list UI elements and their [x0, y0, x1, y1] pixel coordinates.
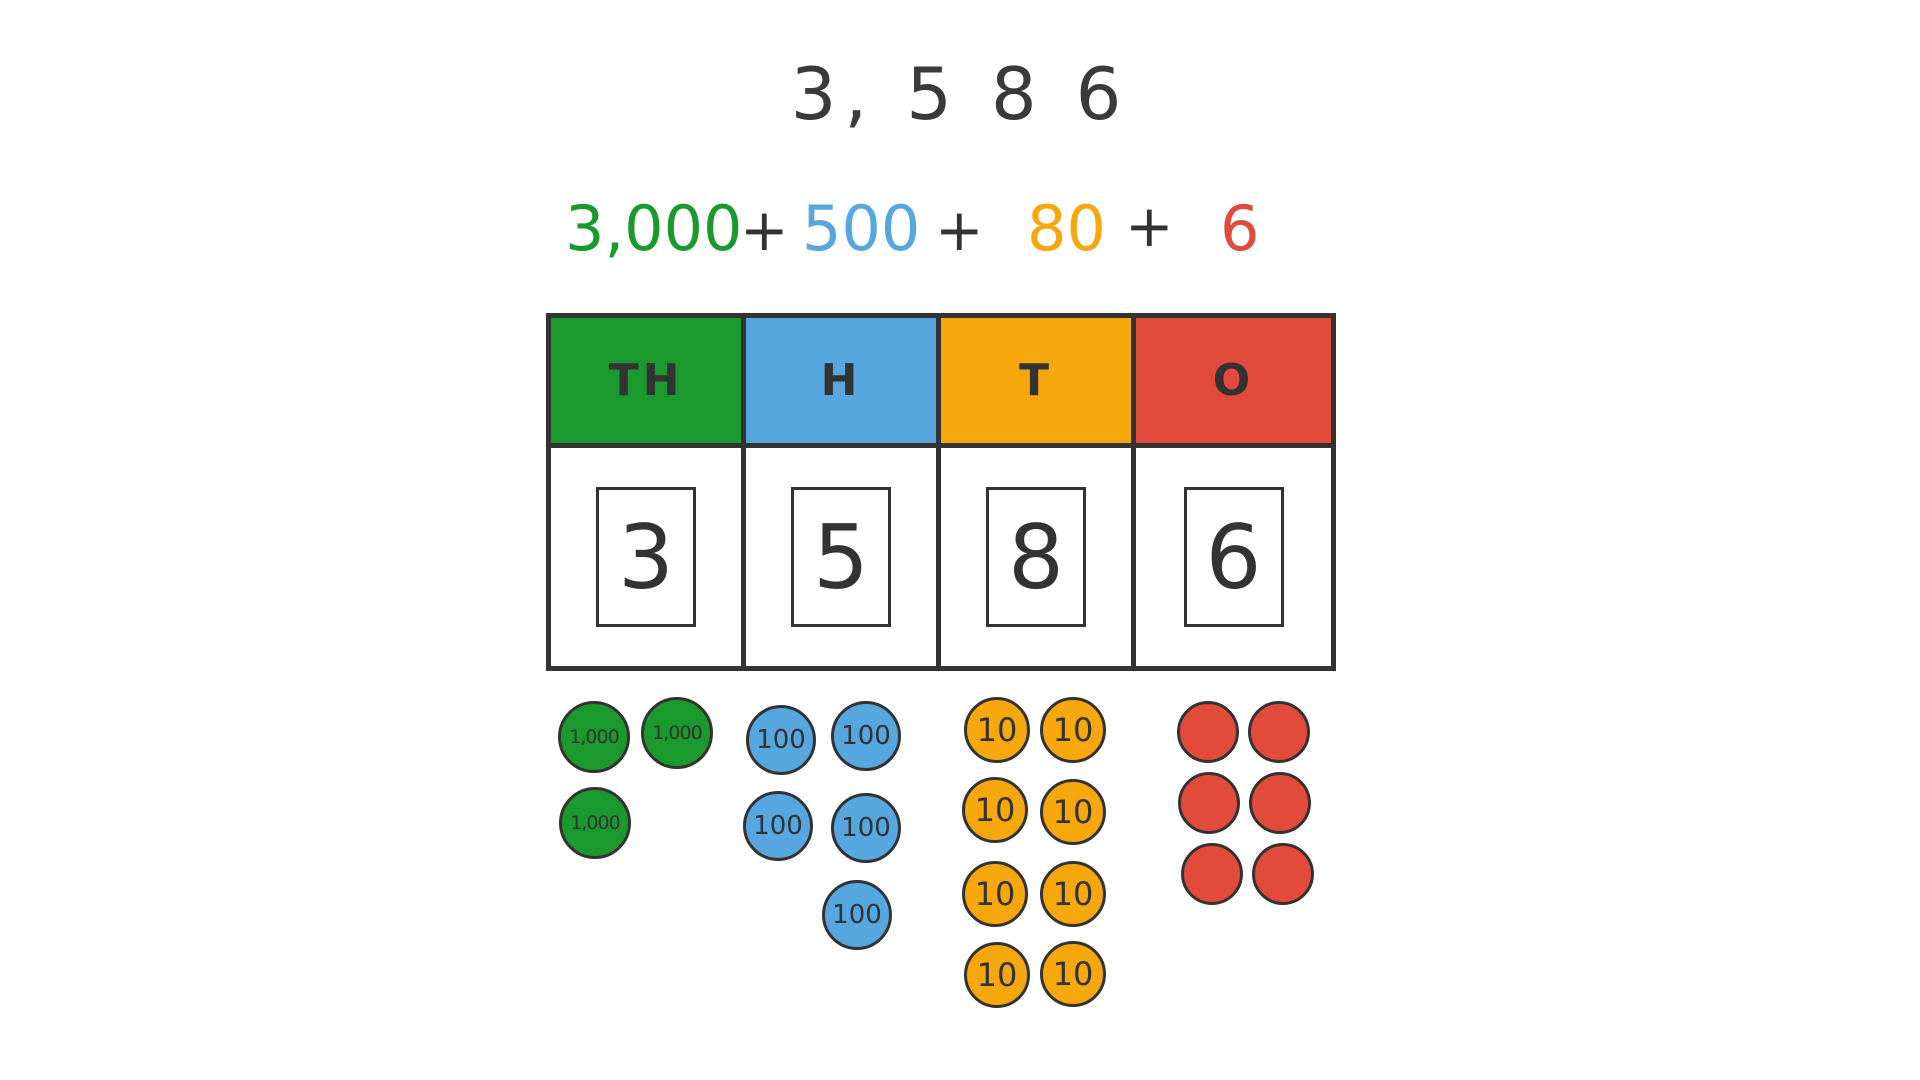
one-counter	[1252, 843, 1314, 905]
digit-card: 8	[986, 487, 1086, 627]
hundred-counter: 100	[831, 701, 901, 771]
expanded-tens: 80	[1027, 192, 1106, 265]
plus-sign: +	[740, 196, 789, 264]
ten-counter: 10	[1040, 941, 1106, 1007]
header-thousands: TH	[551, 318, 746, 448]
thousand-counter: 1,000	[559, 787, 631, 859]
one-counter	[1177, 701, 1239, 763]
hundred-counter: 100	[822, 880, 892, 950]
header-label: H	[820, 355, 862, 406]
number-title: 3, 5 8 6	[790, 52, 1130, 136]
cell-tens: 8	[941, 448, 1136, 666]
header-hundreds: H	[746, 318, 941, 448]
cell-thousands: 3	[551, 448, 746, 666]
expanded-thousands: 3,000	[565, 192, 743, 265]
ten-counter: 10	[964, 697, 1030, 763]
ten-counter: 10	[1040, 697, 1106, 763]
header-ones: O	[1136, 318, 1331, 448]
header-label: O	[1212, 355, 1255, 406]
expanded-form: 3,000 + 500 + 80 + 6	[540, 192, 1300, 272]
hundred-counter: 100	[831, 793, 901, 863]
cell-hundreds: 5	[746, 448, 941, 666]
ten-counter: 10	[962, 777, 1028, 843]
expanded-hundreds: 500	[802, 192, 921, 265]
one-counter	[1249, 772, 1311, 834]
header-tens: T	[941, 318, 1136, 448]
ten-counter: 10	[962, 861, 1028, 927]
thousand-counter: 1,000	[558, 701, 630, 773]
one-counter	[1181, 843, 1243, 905]
digit-card: 3	[596, 487, 696, 627]
cell-ones: 6	[1136, 448, 1331, 666]
ten-counter: 10	[964, 942, 1030, 1008]
expanded-ones: 6	[1220, 192, 1260, 265]
plus-sign: +	[1125, 192, 1174, 260]
one-counter	[1178, 772, 1240, 834]
one-counter	[1248, 701, 1310, 763]
hundred-counter: 100	[743, 791, 813, 861]
ten-counter: 10	[1040, 779, 1106, 845]
thousand-counter: 1,000	[641, 697, 713, 769]
digit-card: 6	[1183, 487, 1284, 627]
header-label: T	[1018, 355, 1053, 406]
digit-card: 5	[791, 487, 891, 627]
place-value-chart: TH H T O 3 5 8 6	[546, 313, 1336, 671]
ten-counter: 10	[1040, 861, 1106, 927]
header-label: TH	[608, 355, 684, 406]
hundred-counter: 100	[746, 705, 816, 775]
plus-sign: +	[935, 196, 984, 264]
